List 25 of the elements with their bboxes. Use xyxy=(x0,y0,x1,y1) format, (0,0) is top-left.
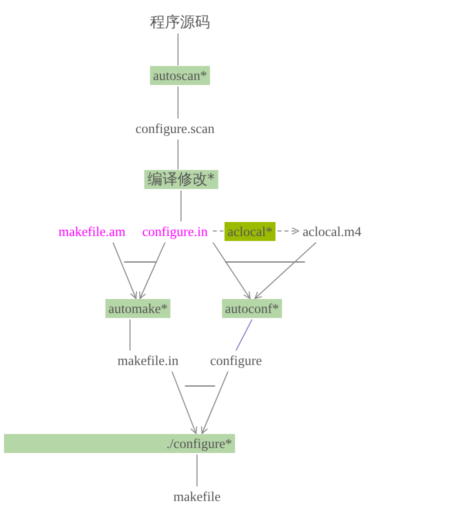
command-label: autoscan* xyxy=(150,66,210,84)
command-label: aclocal* xyxy=(224,222,276,240)
connector-line xyxy=(180,190,182,222)
connector-line xyxy=(212,230,224,232)
file-label: makefile xyxy=(170,486,224,506)
connector-line xyxy=(196,454,198,487)
arrow xyxy=(212,242,250,299)
command-label: 编译修改* xyxy=(144,170,218,188)
command-label: autoconf* xyxy=(222,298,282,318)
arrow xyxy=(277,227,300,235)
arrow xyxy=(254,242,316,299)
command-label: ./configure* xyxy=(4,434,235,452)
file-label: aclocal.m4 xyxy=(300,222,364,240)
arrow xyxy=(172,371,198,434)
arrow xyxy=(139,242,166,299)
command-label: automake* xyxy=(105,298,171,318)
arrow xyxy=(201,371,228,434)
file-label: 程序源码 xyxy=(147,12,213,32)
arrow xyxy=(112,242,137,299)
file-label: configure.in xyxy=(139,222,211,240)
connector-line xyxy=(236,319,252,351)
file-label: makefile.am xyxy=(55,222,129,240)
file-label: configure xyxy=(207,350,265,370)
file-label: configure.scan xyxy=(132,118,218,138)
file-label: makefile.in xyxy=(114,350,182,370)
